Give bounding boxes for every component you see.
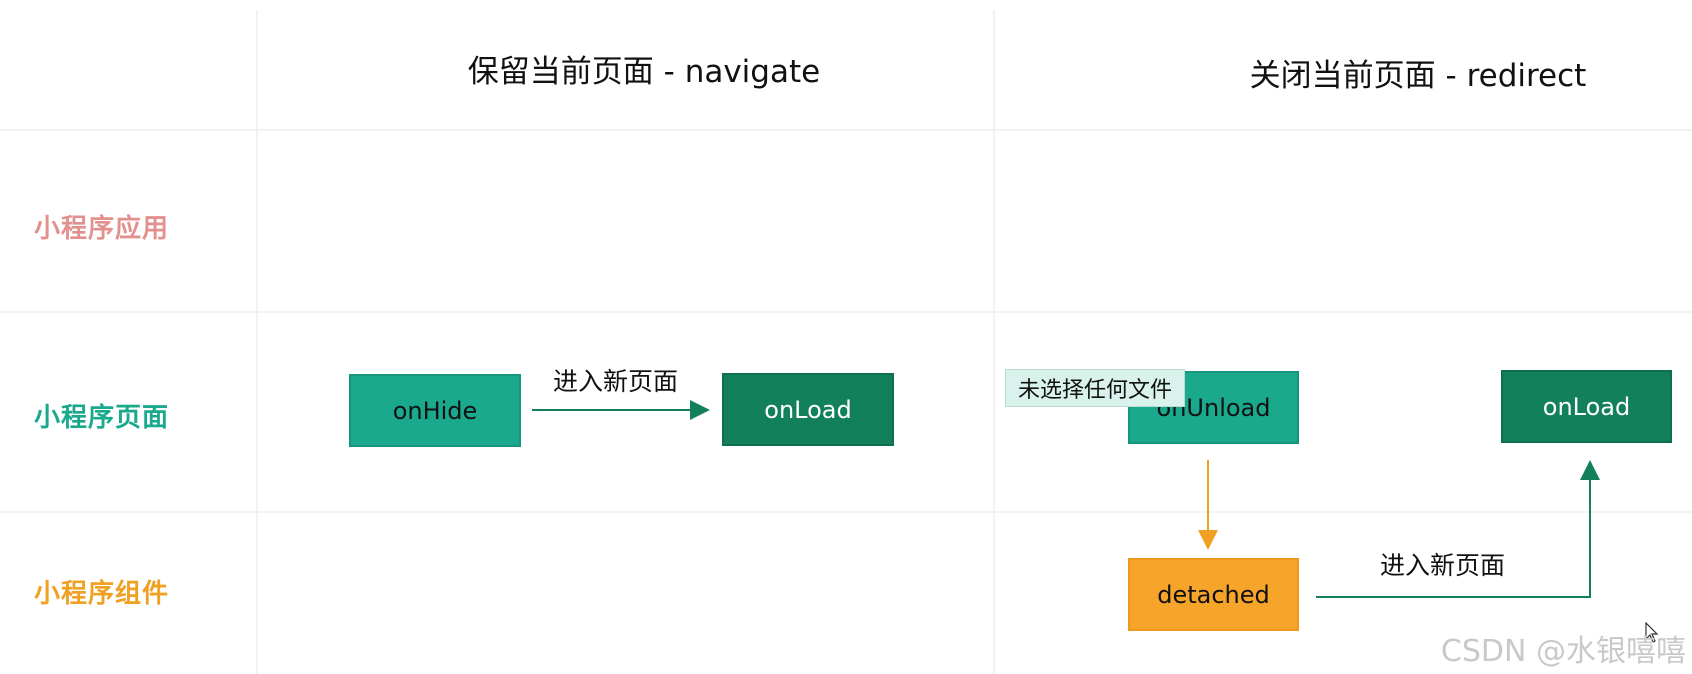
row-label-app: 小程序应用 (34, 214, 170, 244)
navigate-onload-box: onLoad (722, 373, 894, 446)
detached-to-onload-arrow (1316, 460, 1600, 598)
redirect-arrow-label: 进入新页面 (1380, 551, 1506, 580)
row-label-page: 小程序页面 (34, 403, 170, 433)
mouse-cursor-icon (1645, 622, 1659, 643)
navigate-column-header: 保留当前页面 - navigate (467, 54, 821, 90)
file-input-tooltip: 未选择任何文件 (1005, 369, 1186, 407)
row-label-component: 小程序组件 (34, 579, 170, 609)
detached-box: detached (1128, 558, 1299, 631)
csdn-watermark: CSDN @水银嘻嘻 (1440, 634, 1686, 669)
navigate-arrow-label: 进入新页面 (553, 367, 679, 396)
redirect-onload-box: onLoad (1501, 370, 1672, 443)
redirect-column-header: 关闭当前页面 - redirect (1249, 58, 1587, 94)
onhide-box: onHide (349, 374, 521, 447)
